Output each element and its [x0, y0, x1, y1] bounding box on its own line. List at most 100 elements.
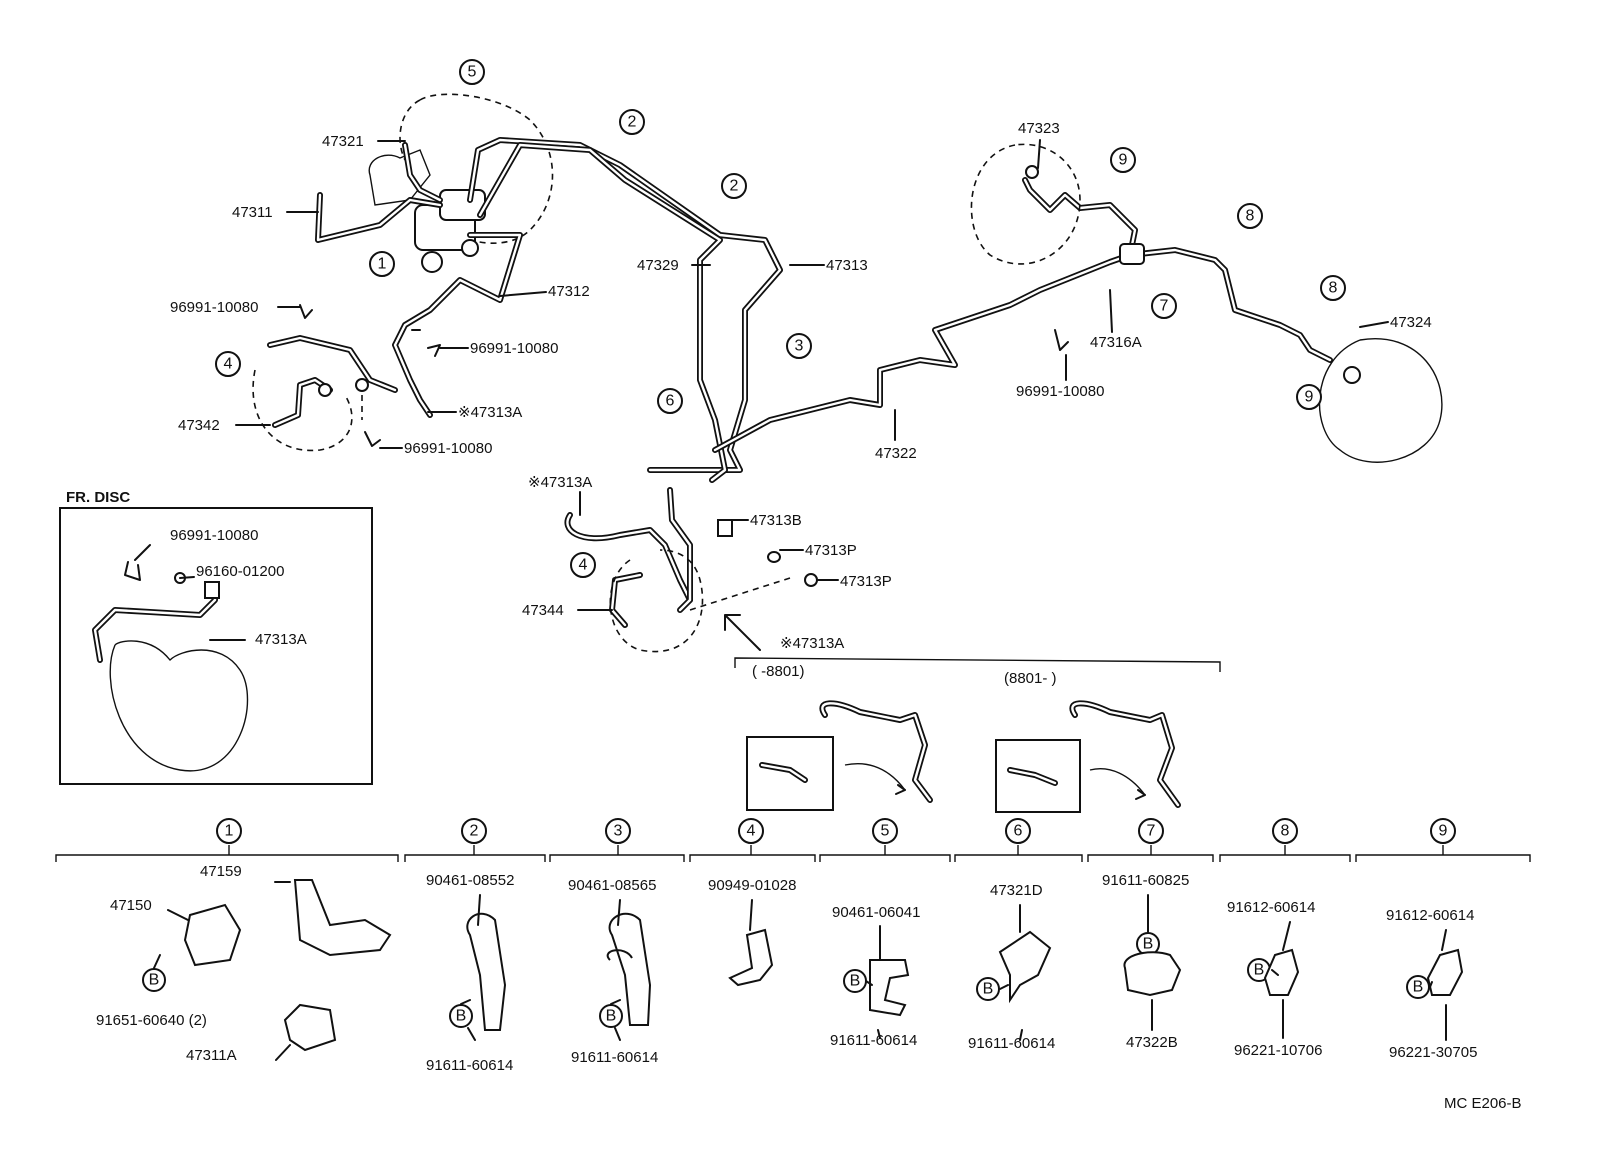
svg-text:8: 8 [1329, 280, 1338, 297]
leader-line [460, 894, 481, 1041]
part-number-label: 47311A [186, 1047, 237, 1064]
svg-text:9: 9 [1439, 823, 1448, 840]
bolt-marker-icon: B [599, 1004, 623, 1028]
group-callout-8: 8 [1272, 818, 1298, 844]
group-callout-2: 2 [461, 818, 487, 844]
part-number-label: 91611-60614 [571, 1049, 658, 1066]
svg-text:B: B [1143, 936, 1154, 953]
svg-text:2: 2 [470, 823, 479, 840]
part-labels: 47321 47311 47312 47329 47313 96991-1008… [170, 120, 1522, 1112]
part-sketch-4 [728, 928, 774, 987]
label-47322: 47322 [875, 445, 917, 462]
part-number-label: 90949-01028 [708, 877, 796, 894]
label-47323: 47323 [1018, 120, 1060, 137]
label-96991-d: 96991-10080 [1016, 383, 1104, 400]
callout-8-11: 8 [1320, 275, 1346, 301]
part-sketch-5 [869, 959, 910, 1017]
group-bracket [404, 854, 546, 862]
svg-text:7: 7 [1160, 298, 1169, 315]
part-number-label: 91612-60614 [1386, 907, 1474, 924]
label-47316A: 47316A [1090, 334, 1142, 351]
group-bracket [819, 854, 951, 862]
part-number-label: 47322B [1126, 1034, 1178, 1051]
leader-line [749, 899, 753, 931]
part-number-label: 90461-06041 [832, 904, 920, 921]
svg-text:7: 7 [1147, 823, 1156, 840]
leader-line [1147, 894, 1153, 1031]
fr-disc-inset: FR. DISC [59, 489, 373, 785]
callout-4-7: 4 [570, 552, 596, 578]
group-bracket [1087, 854, 1214, 862]
front-right-hose-assembly [564, 487, 818, 653]
bolt-marker-icon: B [142, 968, 166, 992]
svg-text:9: 9 [1305, 389, 1314, 406]
part-number-label: 91611-60825 [1102, 872, 1189, 889]
callout-1-1: 1 [369, 251, 395, 277]
svg-text:9: 9 [1119, 152, 1128, 169]
group-callout-6: 6 [1005, 818, 1031, 844]
part-group-7: 7 91611-60825 47322B B [1087, 818, 1214, 1051]
svg-text:B: B [1254, 962, 1265, 979]
fr-disc-label-96160: 96160-01200 [196, 563, 284, 580]
bolt-marker-icon: B [1406, 975, 1430, 999]
callout-5-0: 5 [459, 59, 485, 85]
group-callout-1: 1 [216, 818, 242, 844]
svg-text:5: 5 [881, 823, 890, 840]
callout-6-6: 6 [657, 388, 683, 414]
callout-8-9: 8 [1237, 203, 1263, 229]
svg-text:6: 6 [1014, 823, 1023, 840]
group-callout-4: 4 [738, 818, 764, 844]
callout-3-4: 3 [786, 333, 812, 359]
svg-text:4: 4 [224, 356, 233, 373]
svg-text:3: 3 [614, 823, 623, 840]
part-sketch-7 [1123, 951, 1182, 997]
label-47313: 47313 [826, 257, 868, 274]
label-47313B: 47313B [750, 512, 802, 529]
group-callout-9: 9 [1430, 818, 1456, 844]
callout-4-5: 4 [215, 351, 241, 377]
variant-insets: ( -8801) (8801- ) [734, 657, 1221, 813]
part-number-label: 47321D [990, 882, 1043, 899]
range-before-label: ( -8801) [752, 663, 805, 680]
svg-text:2: 2 [730, 178, 739, 195]
part-number-label: 90461-08552 [426, 872, 514, 889]
leader-line [610, 899, 621, 1041]
group-bracket [689, 854, 816, 862]
svg-text:4: 4 [747, 823, 756, 840]
leader-line [1271, 921, 1291, 1039]
part-number-label: 47150 [110, 897, 152, 914]
part-number-label: 91651-60640 (2) [96, 1012, 207, 1029]
leader-line [153, 881, 291, 1061]
group-bracket [954, 854, 1083, 862]
label-47313A-1: ※47313A [458, 404, 522, 421]
part-sketch-2 [466, 912, 507, 1031]
label-47329: 47329 [637, 257, 679, 274]
part-sketch-6 [998, 930, 1052, 1004]
callout-2-3: 2 [721, 173, 747, 199]
label-47313P-1: 47313P [805, 542, 857, 559]
svg-text:1: 1 [378, 256, 387, 273]
bolt-marker-icon: B [449, 1004, 473, 1028]
fr-disc-label-47313A: 47313A [255, 631, 307, 648]
label-47342: 47342 [178, 417, 220, 434]
label-96991-c: 96991-10080 [404, 440, 492, 457]
part-group-4: 4 90949-01028 [689, 818, 816, 894]
part-number-label: 91611-60614 [968, 1035, 1055, 1052]
range-after-label: (8801- ) [1004, 670, 1057, 687]
label-47313P-2: 47313P [840, 573, 892, 590]
part-number-label: 90461-08565 [568, 877, 656, 894]
part-sketch-1 [183, 879, 392, 1052]
label-96991-b: 96991-10080 [470, 340, 558, 357]
fr-disc-title: FR. DISC [66, 489, 130, 506]
svg-text:B: B [456, 1008, 467, 1025]
svg-text:5: 5 [468, 64, 477, 81]
group-callout-3: 3 [605, 818, 631, 844]
group-bracket [549, 854, 685, 862]
